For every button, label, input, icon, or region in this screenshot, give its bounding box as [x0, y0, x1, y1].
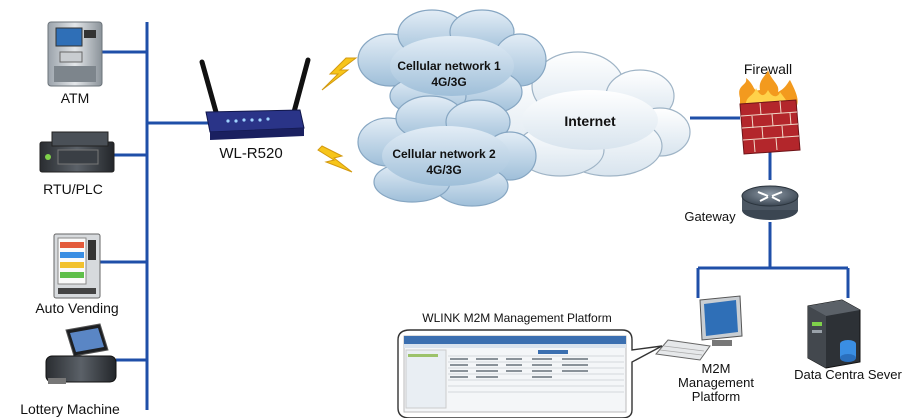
- vending-machine-icon: [53, 233, 101, 299]
- router-icon: [199, 57, 311, 140]
- network1-sub: 4G/3G: [431, 75, 466, 89]
- datacenter-links: [690, 116, 850, 298]
- gateway-label: Gateway: [684, 209, 736, 224]
- network1-title: Cellular network 1: [397, 59, 501, 73]
- lightning-icon: [321, 57, 358, 91]
- device-bus: [100, 22, 210, 410]
- server-label: Data Centra Sever: [794, 367, 902, 382]
- firewall-icon: [739, 70, 801, 155]
- rtu-label: RTU/PLC: [43, 181, 103, 197]
- m2m-label-line1: M2M: [702, 361, 731, 376]
- network2-sub: 4G/3G: [426, 163, 461, 177]
- lightning-icon: [317, 145, 353, 173]
- vending-label: Auto Vending: [35, 300, 118, 316]
- platform-title: WLINK M2M Management Platform: [422, 311, 611, 325]
- internet-label: Internet: [564, 113, 616, 129]
- keyboard-icon: [655, 339, 711, 361]
- router-label: WL-R520: [219, 145, 282, 162]
- platform-screenshot-bubble: [397, 329, 663, 418]
- network2-title: Cellular network 2: [392, 147, 496, 161]
- firewall-label: Firewall: [744, 61, 792, 77]
- m2m-label-line2: Management: [678, 375, 754, 390]
- monitor-icon: [699, 295, 743, 346]
- lottery-terminal-icon: [45, 323, 117, 384]
- gateway-router-icon: [741, 185, 799, 220]
- atm-icon: [47, 21, 103, 87]
- server-icon: [807, 299, 861, 369]
- lottery-label: Lottery Machine: [20, 401, 120, 417]
- plc-icon: [39, 131, 115, 173]
- m2m-label-line3: Platform: [692, 389, 740, 404]
- atm-label: ATM: [61, 90, 90, 106]
